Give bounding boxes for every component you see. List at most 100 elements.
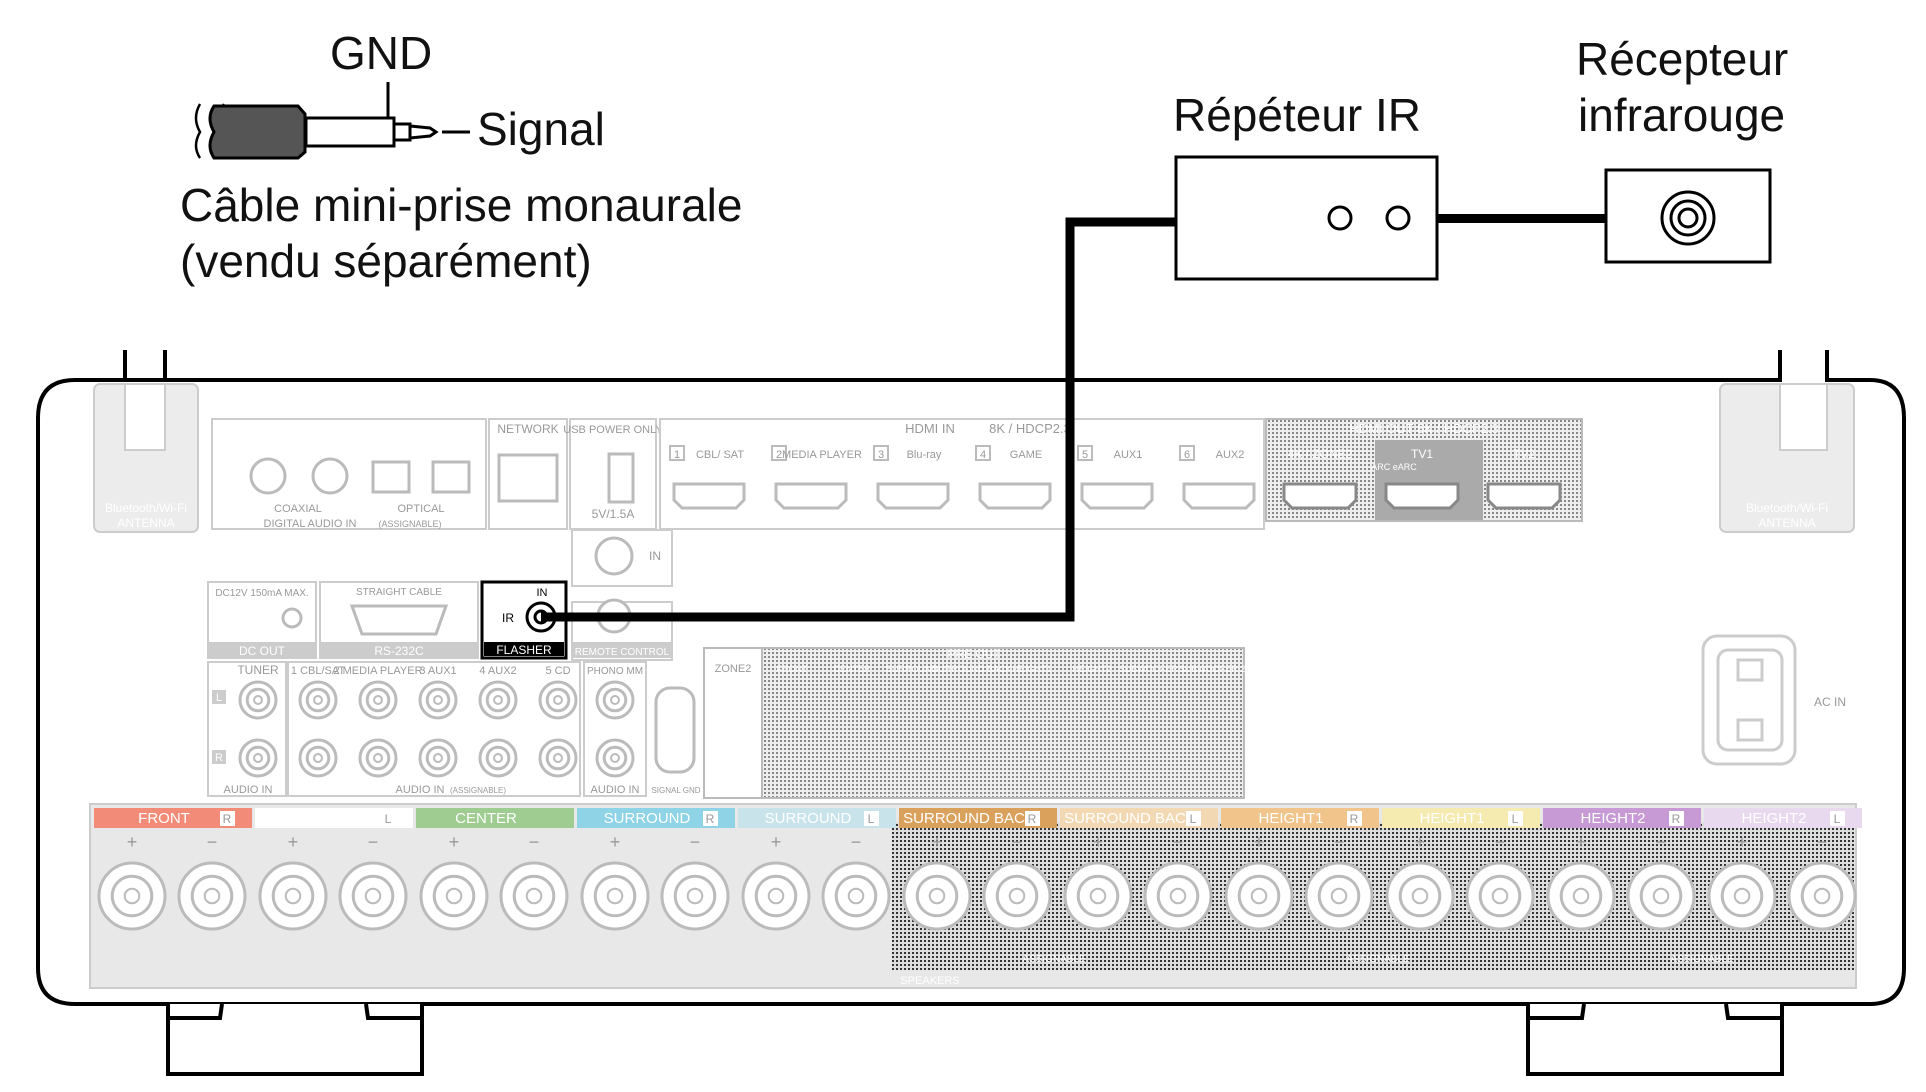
svg-text:PHONO MM: PHONO MM <box>587 666 643 677</box>
svg-text:(ASSIGNABLE): (ASSIGNABLE) <box>450 786 506 795</box>
speaker-plus-label: + <box>1737 832 1748 852</box>
speaker-minus-label: − <box>1495 832 1506 852</box>
speaker-binding-post <box>338 861 408 931</box>
speaker-channel-label: CENTER <box>455 810 517 827</box>
pre-out-label: SUBWOOFER 1 <box>1119 664 1186 674</box>
svg-text:PRE OUT: PRE OUT <box>947 647 1001 661</box>
speaker-binding-post <box>660 861 730 931</box>
hdmi-in-port <box>774 482 848 510</box>
receiver-foot-right <box>1526 1003 1784 1076</box>
speaker-binding-post <box>902 861 972 931</box>
speaker-binding-post <box>1707 861 1777 931</box>
gnd-label: GND <box>330 27 433 79</box>
rca-jack <box>478 680 518 720</box>
signal-label: Signal <box>477 103 605 155</box>
speaker-channel-header <box>577 808 735 828</box>
hdmi-in-label: MEDIA PLAYER <box>782 449 862 461</box>
rca-jack <box>538 738 578 778</box>
speaker-minus-label: − <box>1334 832 1345 852</box>
speaker-channel-label: HEIGHT2 <box>1741 810 1806 827</box>
rear-panel: Bluetooth/Wi-Fi ANTENNA Bluetooth/Wi-Fi … <box>89 383 1862 989</box>
speaker-minus-label: − <box>1173 832 1184 852</box>
speaker-channel-label: SURROUND <box>765 810 852 827</box>
receiver-foot-left <box>166 1003 424 1076</box>
speaker-channel-header <box>1060 808 1218 828</box>
hdmi-in-port <box>672 482 746 510</box>
hdmi-in-number: 1 <box>674 449 680 461</box>
svg-text:5V/1.5A: 5V/1.5A <box>592 507 635 521</box>
speaker-channel-label: FRONT <box>299 810 351 827</box>
tuner-section <box>207 661 287 797</box>
rca-jack <box>538 680 578 720</box>
pre-out-label: HEIGHT2 <box>1072 664 1111 674</box>
speaker-side-label: R <box>223 812 232 826</box>
hdmi-in-number: 5 <box>1082 449 1088 461</box>
speaker-binding-post <box>97 861 167 931</box>
speaker-minus-label: − <box>1817 832 1828 852</box>
speaker-plus-label: + <box>1415 832 1426 852</box>
svg-text:AC IN: AC IN <box>1814 695 1846 709</box>
speaker-plus-label: + <box>127 832 138 852</box>
repeater-led-icon <box>1327 205 1353 231</box>
hdmi-in-port <box>876 482 950 510</box>
speaker-binding-post <box>741 861 811 931</box>
mini-plug-cable <box>541 217 1176 622</box>
speaker-side-label: R <box>1350 812 1359 826</box>
speaker-binding-post <box>1465 861 1535 931</box>
pre-out-label: FRONT <box>777 664 808 674</box>
pre-out-label: SUBWOOFER 2 <box>1179 664 1246 674</box>
arc-label: ARC eARC <box>1371 462 1417 472</box>
svg-text:Bluetooth/Wi-Fi: Bluetooth/Wi-Fi <box>105 501 187 515</box>
repeater-led-icon <box>1385 205 1411 231</box>
speaker-plus-label: + <box>771 832 782 852</box>
speaker-side-label: L <box>1834 812 1841 826</box>
speaker-binding-post <box>1143 861 1213 931</box>
speaker-channel-header <box>94 808 252 828</box>
speaker-plus-label: + <box>1576 832 1587 852</box>
speaker-minus-label: − <box>529 832 540 852</box>
svg-text:ANTENNA: ANTENNA <box>117 516 174 530</box>
coaxial-jack <box>249 457 287 495</box>
pre-out-label: HEIGHT1 <box>1012 664 1051 674</box>
speaker-binding-post <box>419 861 489 931</box>
hdmi-out-label: TV2 <box>1513 447 1535 461</box>
pre-out-label: CENTER <box>833 664 871 674</box>
audio-in-label: 2 MEDIA PLAYER <box>333 665 422 677</box>
speaker-plus-label: + <box>1093 832 1104 852</box>
speaker-channel-header <box>1221 808 1379 828</box>
speaker-minus-label: − <box>690 832 701 852</box>
speaker-channel-label: SURROUND <box>604 810 691 827</box>
svg-text:(ASSIGNABLE): (ASSIGNABLE) <box>378 519 441 529</box>
mini-plug-cable-icon <box>194 82 470 160</box>
pre-out-section <box>703 647 1245 799</box>
remote-in-jack <box>594 536 634 576</box>
speaker-binding-post <box>1546 861 1616 931</box>
hdmi-in-label: Blu-ray <box>907 449 942 461</box>
speaker-minus-label: − <box>1012 832 1023 852</box>
rs232c-port <box>349 604 449 636</box>
hdmi-in-port <box>1182 482 1256 510</box>
svg-text:AUDIO IN: AUDIO IN <box>224 784 273 796</box>
hdmi-in-number: 3 <box>878 449 884 461</box>
rca-jack <box>478 738 518 778</box>
speaker-side-label: L <box>868 812 875 826</box>
speaker-channel-header <box>1543 808 1701 828</box>
svg-text:USB POWER ONLY: USB POWER ONLY <box>563 424 663 436</box>
speaker-channel-header <box>738 808 896 828</box>
audio-in-label: 3 AUX1 <box>419 665 456 677</box>
speaker-binding-post <box>580 861 650 931</box>
speaker-binding-post <box>821 861 891 931</box>
speaker-minus-label: − <box>207 832 218 852</box>
speaker-channel-header <box>899 808 1057 828</box>
svg-text:8K / HDCP2.3: 8K / HDCP2.3 <box>989 421 1071 436</box>
svg-text:COAXIAL: COAXIAL <box>274 503 322 515</box>
speaker-binding-post <box>499 861 569 931</box>
speaker-binding-post <box>982 861 1052 931</box>
svg-text:ZONE2: ZONE2 <box>715 663 752 675</box>
speaker-binding-post <box>177 861 247 931</box>
speaker-side-label: R <box>1028 812 1037 826</box>
speaker-binding-post <box>1063 861 1133 931</box>
speaker-side-label: R <box>706 812 715 826</box>
speaker-side-label: L <box>1190 812 1197 826</box>
rca-jack <box>358 680 398 720</box>
